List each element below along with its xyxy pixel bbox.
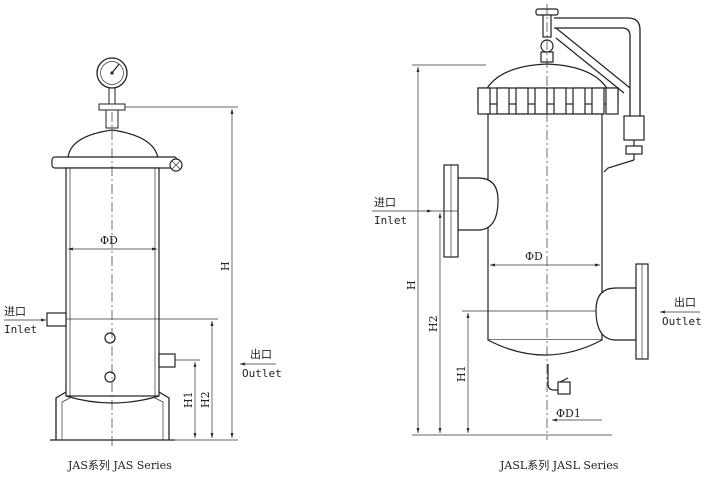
jas-outlet-en-label: Outlet [242,367,282,380]
jas-inlet-en-label: Inlet [4,323,37,336]
jasl-dimensions [372,64,700,436]
jas-dimensions [4,106,276,441]
jasl-height-label: H [405,280,418,290]
jasl-outlet-diameter-label: ΦD1 [556,407,581,420]
jas-filter-housing [46,57,183,446]
jasl-outlet-cn-label: 出口 [674,295,696,309]
jasl-caption: JASL系列 JASL Series [499,458,619,472]
jasl-davit-arm [554,17,645,173]
jas-h2-label: H2 [199,391,212,408]
jas-inlet-cn-label: 进口 [4,305,26,318]
jas-height-label: H [219,261,232,271]
jas-caption: JAS系列 JAS Series [67,458,172,472]
jasl-inlet-cn-label: 进口 [374,196,396,209]
jasl-diameter-label: ΦD [525,250,543,263]
jasl-h1-label: H1 [455,365,468,382]
jasl-filter-housing [443,4,649,440]
jasl-lid-bolts [477,87,619,115]
jasl-h2-label: H2 [427,315,440,332]
jas-diameter-label: ΦD [100,234,118,247]
jas-outlet-cn-label: 出口 [250,347,272,361]
jasl-outlet-en-label: Outlet [662,315,702,328]
jas-pressure-gauge-icon [96,57,128,129]
jasl-inlet-en-label: Inlet [374,214,407,227]
jas-h1-label: H1 [182,391,195,408]
